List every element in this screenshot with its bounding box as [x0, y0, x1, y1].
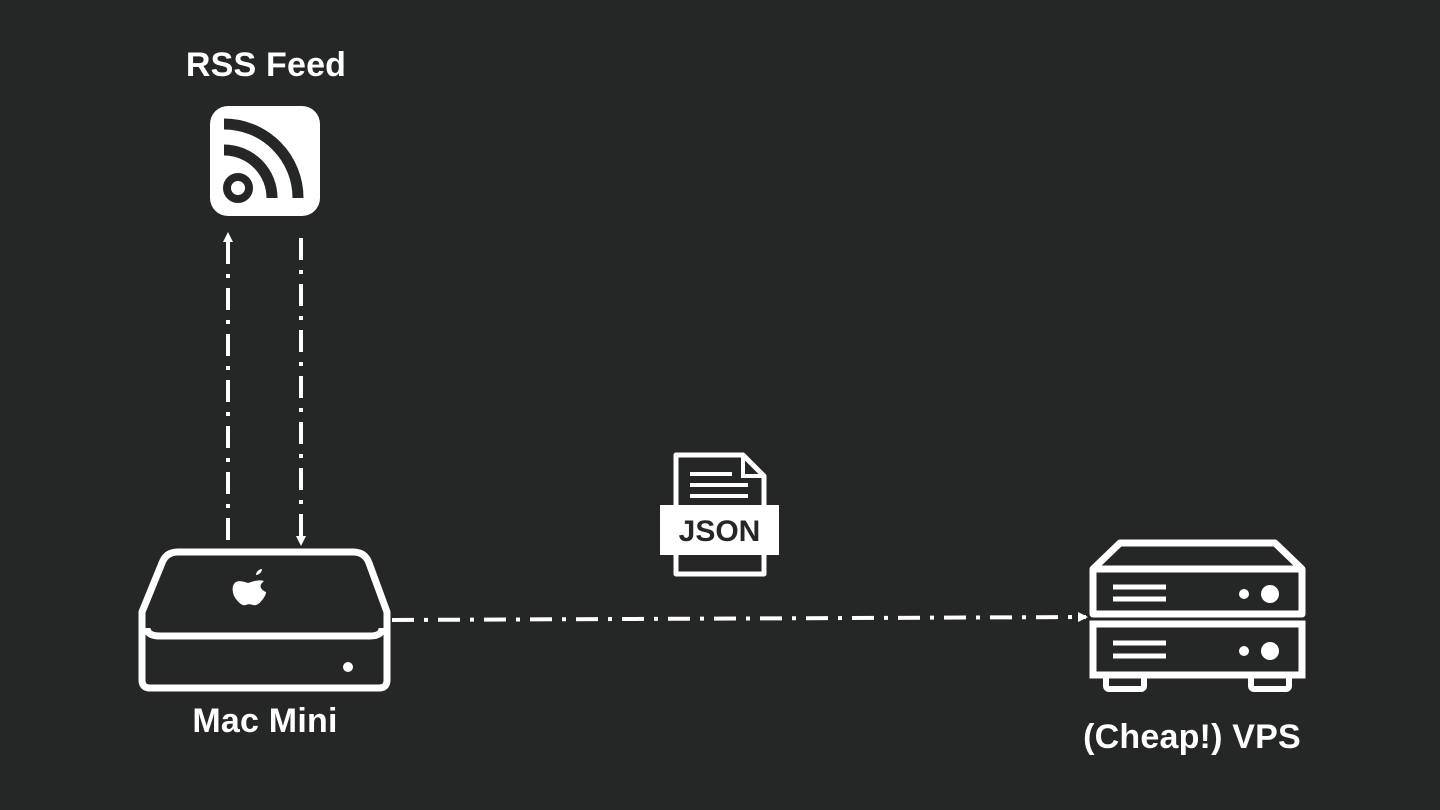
json-file-icon: JSON — [660, 452, 779, 577]
mac-mini-label: Mac Mini — [192, 702, 338, 740]
apple-logo-icon — [232, 569, 266, 606]
mac-mini-icon — [138, 548, 391, 692]
json-label: JSON — [679, 515, 761, 548]
vps-label: (Cheap!) VPS — [1083, 718, 1301, 756]
arrow-mac-to-vps — [391, 612, 1088, 623]
server-rack-icon — [1089, 539, 1306, 692]
rss-feed-icon — [210, 106, 320, 216]
rss-feed-label: RSS Feed — [185, 46, 347, 84]
